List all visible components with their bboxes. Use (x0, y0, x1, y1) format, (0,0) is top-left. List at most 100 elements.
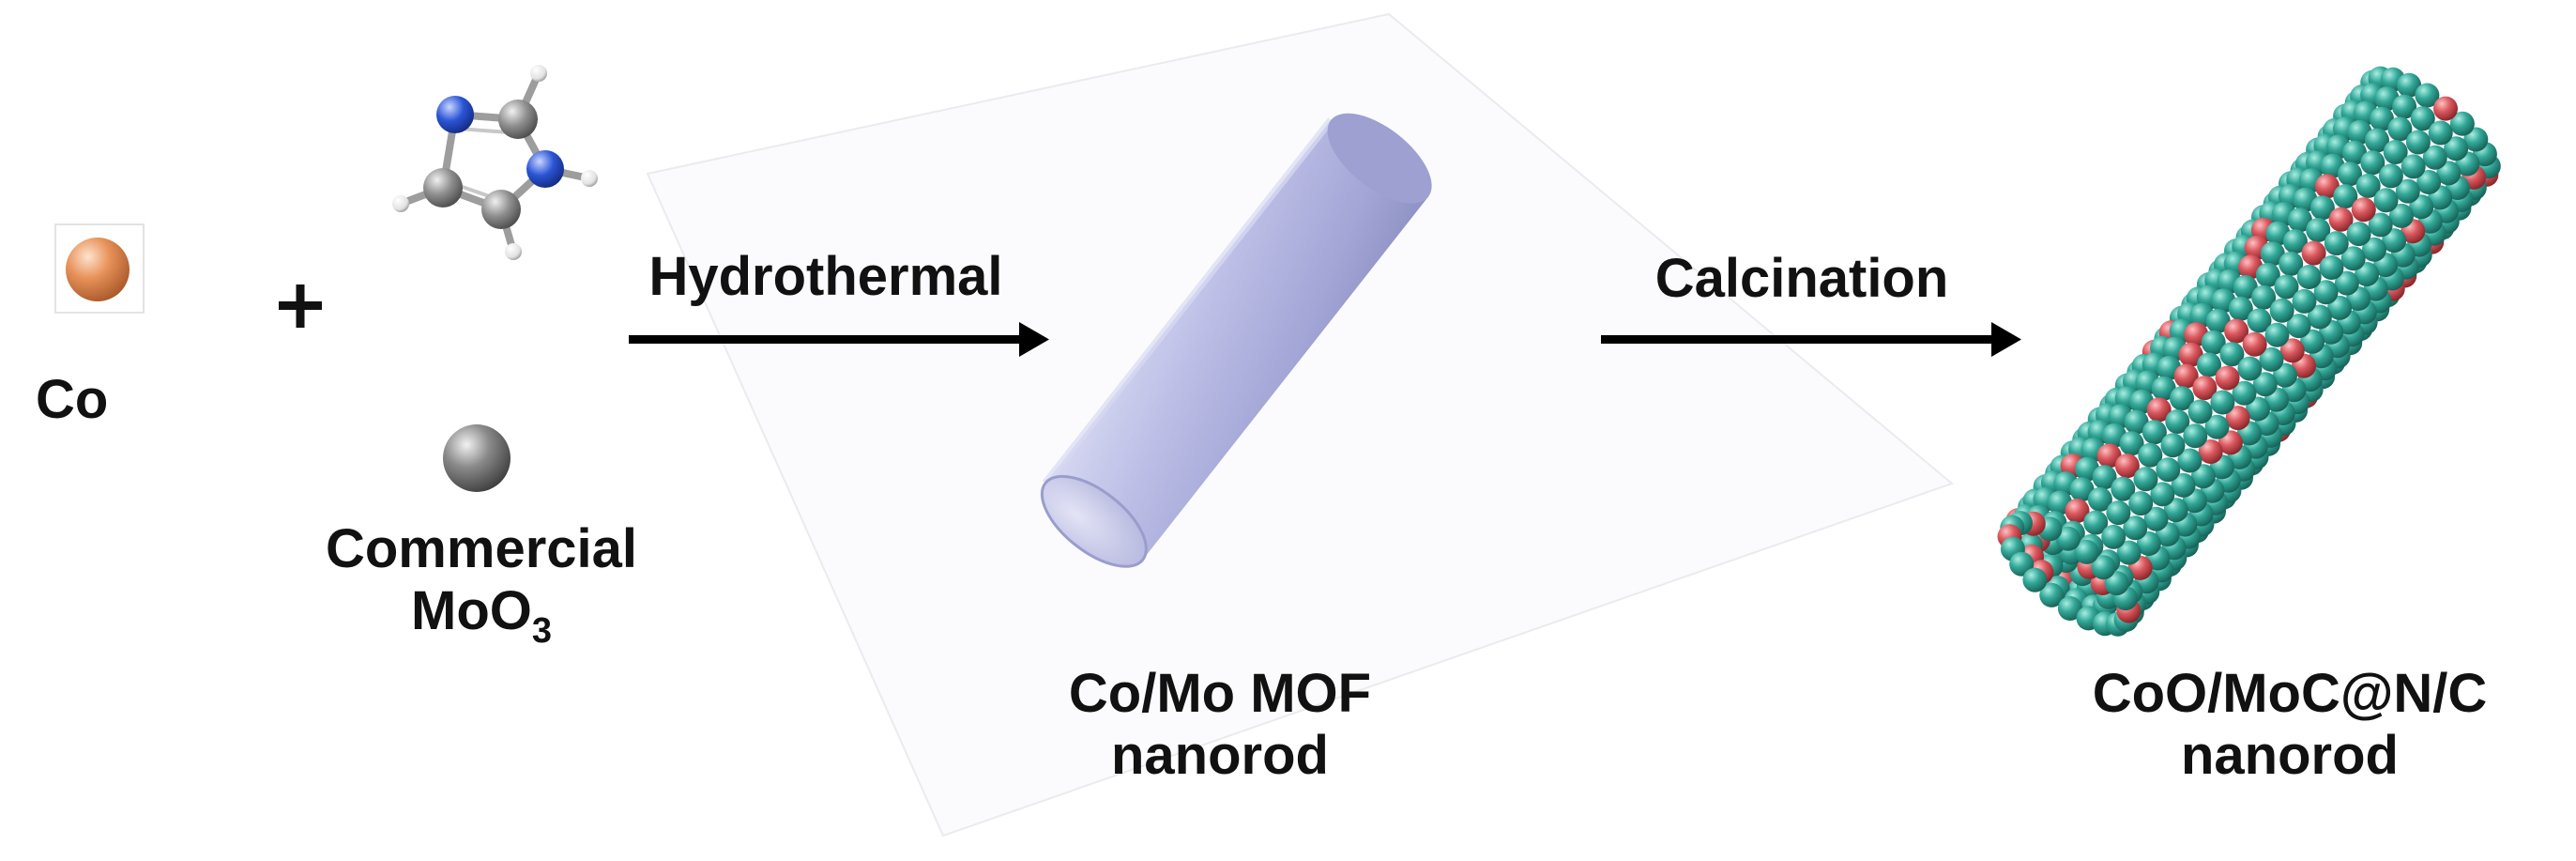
teal-atom (2286, 314, 2311, 339)
imidazole-molecule-icon (392, 65, 598, 260)
teal-atom (2340, 246, 2366, 271)
teal-atom (2415, 83, 2440, 108)
teal-atom (2251, 284, 2277, 310)
teal-atom (2183, 423, 2208, 449)
hydrothermal-arrow-icon (629, 322, 1049, 357)
red-atom (2065, 499, 2090, 523)
calcination-label: Calcination (1654, 248, 1949, 309)
teal-atom (2123, 515, 2148, 541)
teal-atom (2009, 551, 2035, 577)
moo3-sphere-icon (443, 424, 511, 492)
moo3-label-line2: MoO3 (312, 580, 650, 662)
teal-atom (2170, 386, 2194, 411)
teal-atom (2282, 229, 2308, 254)
teal-atom (2309, 195, 2335, 221)
teal-atom (2333, 184, 2358, 209)
teal-atom (2087, 486, 2112, 512)
teal-atom (2292, 288, 2317, 314)
teal-atom (2307, 304, 2332, 330)
red-atom (2242, 331, 2267, 357)
teal-atom (2055, 526, 2081, 551)
teal-atom (2133, 467, 2158, 492)
teal-atom (2355, 173, 2381, 198)
mof-nanorod-icon (1040, 113, 1432, 568)
hydrothermal-label: Hydrothermal (648, 246, 1003, 307)
teal-atom (2259, 346, 2284, 372)
moo3-formula-base: MoO (411, 580, 532, 641)
teal-atom (2124, 409, 2149, 435)
teal-atom (2247, 308, 2272, 333)
teal-atom (2022, 567, 2048, 592)
red-atom (2178, 342, 2203, 367)
teal-atom (2083, 510, 2109, 535)
teal-atom (2296, 265, 2322, 289)
teal-atom (2171, 472, 2196, 498)
teal-atom (2392, 94, 2417, 119)
teal-atom (2057, 596, 2082, 621)
teal-atom (2338, 161, 2362, 187)
teal-atom (2143, 506, 2169, 531)
teal-atom (2422, 145, 2447, 170)
red-atom (2096, 443, 2122, 469)
teal-atom (2360, 150, 2385, 176)
plus-sign-icon (279, 284, 322, 328)
teal-atom (2128, 491, 2154, 516)
teal-atom (2269, 298, 2294, 323)
red-atom (2215, 365, 2240, 391)
mof-nanorod-label: Co/Mo MOF nanorod (1023, 663, 1417, 787)
teal-atom (2165, 409, 2190, 434)
teal-atom (2156, 457, 2181, 483)
teal-atom (2389, 203, 2414, 228)
teal-atom (2365, 128, 2389, 153)
teal-atom (2395, 178, 2420, 204)
teal-atom (2074, 539, 2099, 564)
teal-atom (2160, 433, 2186, 458)
teal-atom (2150, 482, 2175, 507)
moo3-formula-subscript: 3 (531, 611, 552, 651)
red-atom (2114, 454, 2140, 479)
teal-atom (2306, 218, 2331, 242)
red-atom (2433, 96, 2458, 121)
teal-atom (2449, 111, 2475, 136)
teal-atom (2228, 296, 2253, 321)
teal-atom (2370, 106, 2394, 131)
teal-atom (2252, 372, 2278, 397)
teal-atom (2233, 275, 2258, 300)
final-nanorod-label: CoO/MoC@N/C nanorod (2055, 663, 2524, 787)
teal-atom (2091, 555, 2116, 580)
red-atom (2225, 406, 2250, 431)
red-atom (2351, 197, 2376, 223)
teal-atom (2237, 356, 2263, 381)
red-atom (2328, 207, 2354, 232)
teal-atom (2255, 262, 2280, 287)
teal-atom (2410, 106, 2435, 131)
teal-atom (2119, 431, 2144, 456)
teal-atom (2219, 342, 2245, 367)
teal-atom (2187, 399, 2213, 424)
teal-atom (2101, 524, 2126, 549)
red-atom (2314, 174, 2340, 199)
moo3-label-line1: Commercial (325, 518, 638, 579)
teal-atom (2444, 136, 2469, 161)
teal-atom (2362, 237, 2386, 262)
teal-atom (2260, 241, 2285, 267)
teal-atom (2279, 251, 2304, 276)
teal-atom (2111, 476, 2136, 501)
teal-atom (2092, 465, 2117, 490)
teal-atom (2232, 380, 2257, 406)
teal-atom (2405, 130, 2431, 155)
teal-atom (2116, 540, 2142, 565)
teal-atom (2378, 163, 2403, 189)
red-atom (2192, 376, 2218, 401)
co-sphere-icon (54, 223, 145, 314)
teal-atom (2383, 140, 2408, 164)
final-label-line2: nanorod (2181, 725, 2399, 786)
teal-atom (2204, 414, 2230, 439)
teal-atom (2197, 352, 2221, 377)
teal-atom (2201, 330, 2226, 355)
teal-atom (2319, 255, 2344, 280)
teal-atom (2069, 477, 2095, 502)
teal-atom (2274, 274, 2299, 300)
red-atom (2224, 318, 2249, 344)
